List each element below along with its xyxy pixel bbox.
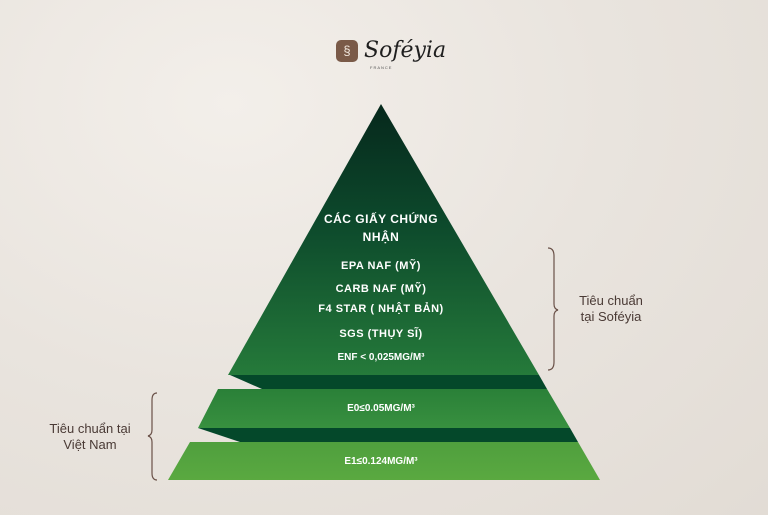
cert-item: ENF < 0,025MG/M³: [337, 352, 425, 363]
label-line: tại Soféyia: [580, 309, 642, 324]
cert-item: SGS (THỤY SĨ): [339, 328, 423, 340]
tier-e1-label: E1≤0.124MG/M³: [344, 456, 418, 467]
tier-e0: [198, 389, 570, 428]
divider-band-1: [230, 375, 547, 389]
left-bracket: [147, 392, 158, 481]
vietnam-standard-label: Tiêu chuẩn tại Việt Nam: [40, 421, 140, 453]
label-line: Tiêu chuẩn: [579, 293, 643, 308]
cert-item: CARB NAF (MỸ): [335, 283, 427, 295]
tier-e0-label: E0≤0.05MG/M³: [347, 403, 415, 414]
cert-item: EPA NAF (MỸ): [341, 260, 421, 272]
cert-item: F4 STAR ( NHẬT BẢN): [318, 303, 444, 315]
logo-mark-icon: §: [336, 39, 358, 62]
brand-name: Soféyia: [364, 38, 447, 63]
top-tier-title-2: NHẬN: [362, 230, 400, 244]
brand-logo: § Soféyia: [336, 38, 446, 63]
tier-e1: [168, 442, 600, 480]
top-tier: [228, 104, 539, 375]
label-line: Việt Nam: [63, 437, 117, 452]
divider-band-2: [198, 428, 578, 442]
top-tier-title-1: CÁC GIẤY CHỨNG: [323, 212, 439, 226]
right-bracket: [547, 247, 559, 371]
sofeyia-standard-label: Tiêu chuẩn tại Soféyia: [566, 293, 656, 325]
label-line: Tiêu chuẩn tại: [49, 421, 131, 436]
brand-tagline: FRANCE: [370, 65, 393, 70]
